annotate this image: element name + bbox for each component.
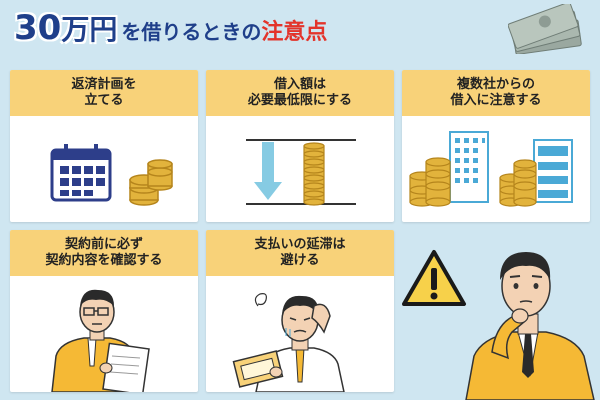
card-label: 複数社からの 借入に注意する <box>450 77 542 108</box>
warning-icon <box>402 250 466 306</box>
building-icon <box>533 139 573 203</box>
card-label: 支払いの延滞は 避ける <box>254 237 346 268</box>
payment-slip-icon <box>232 350 284 388</box>
coin-stack-icon <box>499 159 537 207</box>
banknotes-icon <box>508 4 582 54</box>
card-label: 契約前に必ず 契約内容を確認する <box>45 237 163 268</box>
card-avoid-late-payment: 支払いの延滞は 避ける <box>206 230 394 392</box>
document-icon <box>102 342 150 392</box>
title-middle: を借りるときの <box>121 20 262 44</box>
title-number: 30 <box>14 8 62 48</box>
card-minimum-borrowing: 借入額は 必要最低限にする <box>206 70 394 222</box>
building-icon <box>449 131 489 203</box>
card-header: 借入額は 必要最低限にする <box>206 70 394 116</box>
card-header: 支払いの延滞は 避ける <box>206 230 394 276</box>
man-reading-document-illustration <box>51 289 150 392</box>
buildings-coins-illustration <box>409 131 573 207</box>
card-multiple-lenders: 複数社からの 借入に注意する <box>402 70 590 222</box>
confused-scribble-icon <box>254 293 267 307</box>
down-arrow-coins-illustration <box>246 139 356 206</box>
down-arrow-icon <box>254 142 282 200</box>
title-highlight: 注意点 <box>261 20 328 45</box>
card-header: 契約前に必ず 契約内容を確認する <box>10 230 198 276</box>
card-header: 返済計画を 立てる <box>10 70 198 116</box>
card-label: 返済計画を 立てる <box>71 77 137 108</box>
thinking-businessman-illustration <box>402 250 595 400</box>
coin-stack-icon <box>129 159 173 206</box>
card-check-contract: 契約前に必ず 契約内容を確認する <box>10 230 198 392</box>
calendar-coins-illustration <box>50 144 173 206</box>
card-repayment-plan: 返済計画を 立てる <box>10 70 198 222</box>
calendar-icon <box>50 144 112 202</box>
coin-stack-icon <box>409 157 451 207</box>
page-title: 30 万円 を借りるときの 注意点 <box>14 8 327 56</box>
worried-man-illustration <box>232 293 345 392</box>
card-label: 借入額は 必要最低限にする <box>247 77 353 108</box>
card-header: 複数社からの 借入に注意する <box>402 70 590 116</box>
title-unit: 万円 <box>61 13 118 46</box>
coin-stack-icon <box>303 142 325 206</box>
